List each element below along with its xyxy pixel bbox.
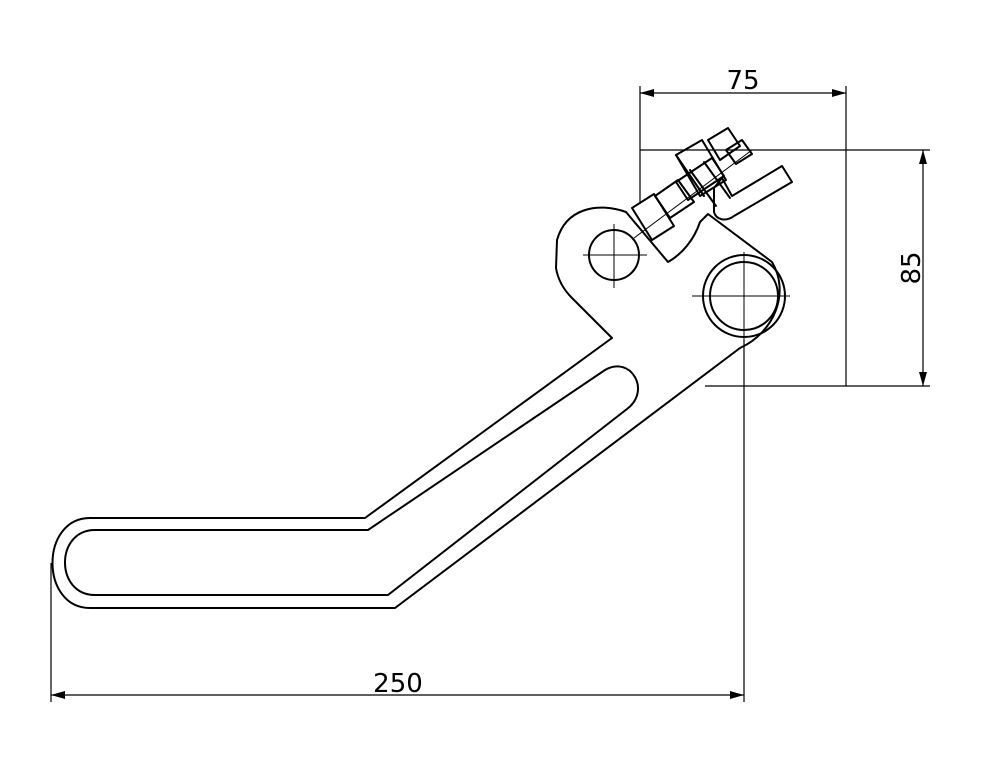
dimension-length: 250 (50, 340, 745, 702)
angle-bracket (713, 165, 793, 221)
adjusting-bolt (631, 127, 753, 241)
dimension-width-label: 75 (726, 66, 759, 96)
dimension-height-label: 85 (897, 251, 927, 284)
lever-body (51, 206, 781, 609)
lever-slot (64, 365, 639, 596)
dimension-length-label: 250 (373, 669, 423, 699)
dimension-height: 85 (846, 149, 930, 387)
mounting-plate (639, 149, 847, 387)
bushing-hole (692, 252, 790, 340)
pivot-hole (583, 224, 647, 288)
dimension-width: 75 (639, 66, 847, 150)
